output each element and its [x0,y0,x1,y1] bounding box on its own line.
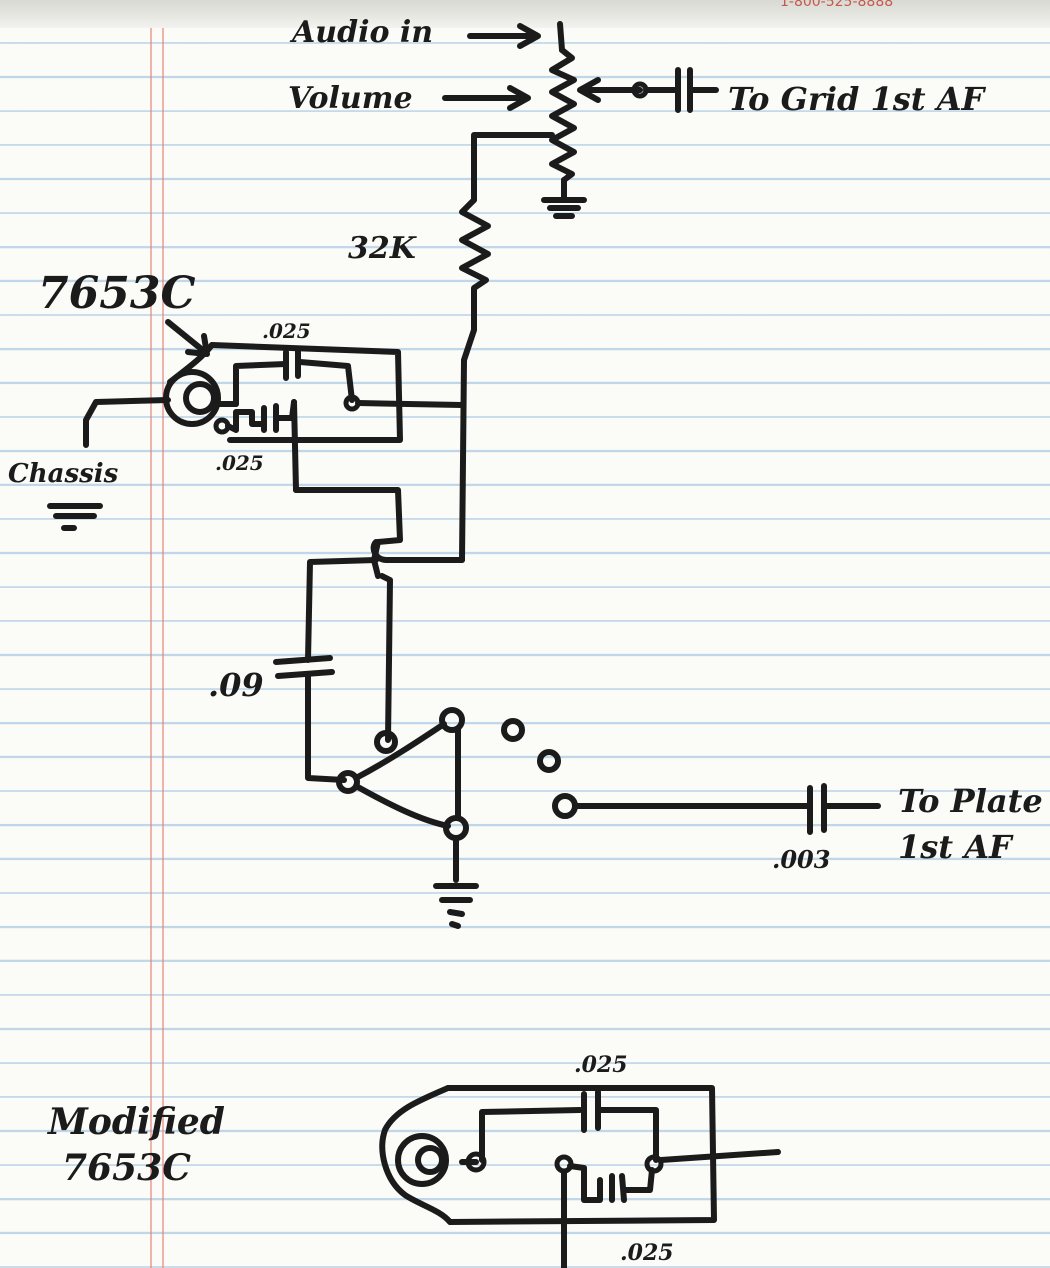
label-mod-cap-top: .025 [574,1052,628,1078]
wiper-arrow [577,77,643,103]
label-cap-top-025: .025 [262,319,311,343]
wire-resistor-down [459,297,477,563]
pad-header-strip: 1-800-525-8888 [0,0,1050,28]
label-cap-09: .09 [208,666,264,704]
grid-coupling-capacitor [631,67,719,113]
label-cap-003: .003 [772,845,830,874]
label-to-plate: To Plate [898,782,1043,820]
margin-line-right [162,0,164,1268]
label-to-grid: To Grid 1st AF [728,80,987,118]
header-print: 1-800-525-8888 [780,0,894,10]
wire-pot-to-resistor [471,132,555,203]
switch-contact-3 [537,749,561,773]
part-7653c-top [163,342,465,493]
label-volume: Volume [288,81,413,116]
plate-coupling-capacitor [572,783,881,835]
wire-junction-loop [370,539,465,563]
arrow-audio-in [467,23,541,49]
resistor-32k [459,197,491,303]
label-chassis: Chassis [8,459,119,489]
label-audio-in: Audio in [289,15,433,50]
margin-line-left [150,0,152,1268]
label-modified-part: 7653C [62,1147,191,1189]
label-cap-bottom-025: .025 [215,451,264,475]
switch-contact-6 [336,770,360,794]
arrow-part-pointer [165,319,210,357]
switch-contact-2 [501,718,525,742]
label-first-af: 1st AF [898,828,1014,866]
label-resistor-32k: 32K [348,231,418,266]
part-7653c-modified [379,1085,781,1268]
selector-switch [336,707,578,929]
chassis-ground [47,397,171,531]
volume-potentiometer [541,21,587,219]
label-part-7653c: 7653C [38,268,195,319]
arrow-volume [442,85,531,111]
wire-to-switch [379,573,393,743]
label-mod-cap-bottom: .025 [620,1240,674,1266]
capacitor-09 [273,655,347,783]
switch-contact-5 [374,730,398,754]
label-modified: Modified [46,1101,225,1143]
switch-contact-1 [439,707,465,733]
wire-to-09-cap [305,557,379,663]
